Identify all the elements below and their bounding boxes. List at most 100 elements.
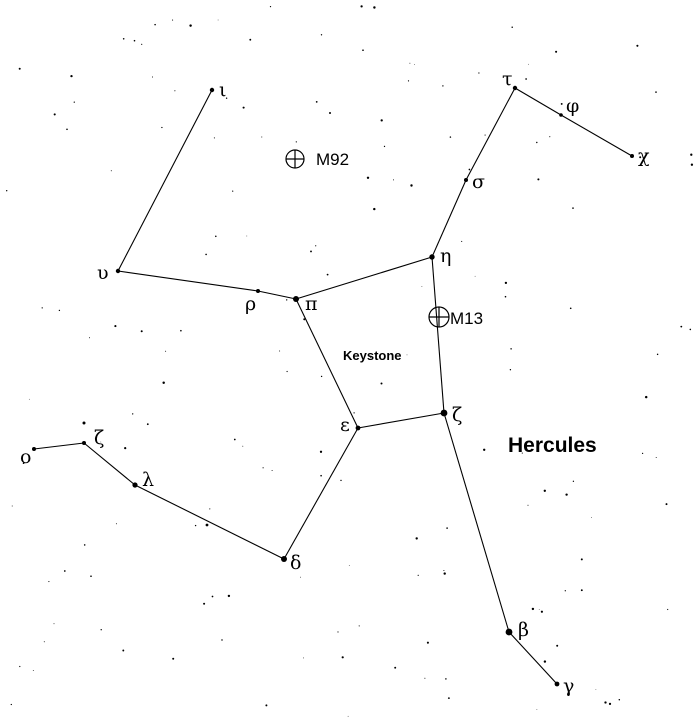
background-star	[667, 608, 669, 611]
background-star	[525, 78, 527, 80]
background-star	[373, 207, 376, 211]
background-star	[227, 594, 231, 598]
background-star	[383, 145, 386, 148]
background-star	[370, 357, 371, 359]
background-star	[348, 565, 350, 566]
background-star	[443, 569, 445, 572]
background-star	[83, 544, 86, 546]
background-star	[100, 629, 102, 631]
background-star	[540, 610, 544, 613]
background-star	[141, 43, 143, 45]
background-star	[549, 136, 551, 138]
background-star	[209, 508, 211, 510]
background-star	[618, 698, 621, 701]
background-star	[446, 527, 448, 529]
background-star	[174, 90, 176, 92]
background-star	[249, 38, 252, 41]
background-star	[690, 163, 694, 166]
background-star	[203, 602, 206, 605]
star-epsilon	[355, 425, 361, 431]
background-star	[114, 325, 117, 328]
background-star	[406, 354, 408, 356]
globular-cluster-icon	[428, 306, 450, 328]
background-star	[442, 85, 444, 87]
background-star	[468, 168, 471, 171]
background-star	[644, 395, 648, 399]
background-star	[66, 128, 68, 131]
background-star	[636, 44, 639, 47]
background-star	[326, 273, 329, 276]
star-eta	[429, 254, 435, 260]
background-star	[310, 250, 312, 253]
background-star	[366, 176, 370, 179]
background-star	[265, 704, 268, 707]
background-star	[41, 307, 43, 309]
named-stars	[32, 85, 634, 687]
line-phi-chi	[560, 114, 633, 157]
background-star	[242, 106, 245, 109]
star-beta	[505, 628, 513, 636]
background-star	[73, 101, 75, 103]
background-star	[538, 609, 540, 610]
background-star	[565, 493, 568, 496]
label-sigma: σ	[472, 171, 485, 193]
star-rho	[256, 289, 260, 293]
background-star	[410, 184, 413, 187]
label-beta: β	[518, 619, 529, 641]
line-sigma-tau	[465, 87, 516, 181]
label-delta: δ	[290, 552, 301, 574]
label-eta: η	[440, 245, 451, 267]
background-star	[303, 657, 304, 659]
background-star	[504, 281, 508, 285]
background-star	[88, 337, 91, 339]
star-gamma	[554, 681, 560, 687]
background-star	[32, 670, 34, 672]
label-pi: π	[305, 293, 318, 315]
line-pi-epsilon	[295, 298, 359, 429]
background-star	[353, 412, 355, 414]
background-star	[665, 503, 668, 506]
label-chi: χ	[638, 145, 650, 167]
background-star	[531, 607, 535, 611]
background-star	[154, 23, 156, 26]
background-star	[689, 328, 692, 331]
background-star	[484, 134, 486, 136]
background-star	[380, 119, 383, 122]
star-delta	[281, 556, 287, 562]
background-star	[461, 240, 463, 242]
background-star	[537, 178, 540, 181]
background-star	[569, 307, 572, 310]
background-star	[337, 631, 339, 633]
star-phi	[559, 113, 563, 117]
background-star	[19, 665, 21, 668]
background-star	[11, 505, 13, 507]
line-pi-eta	[295, 256, 433, 300]
background-star	[100, 441, 102, 443]
background-star	[213, 137, 215, 139]
background-star	[10, 703, 12, 706]
star-unnamed-between-lambda-delta	[205, 523, 209, 527]
background-star-field	[6, 5, 694, 717]
constellation-label: Hercules	[508, 434, 597, 457]
background-star	[536, 141, 538, 144]
star-zeta	[440, 409, 448, 417]
background-star	[536, 709, 538, 710]
background-star	[347, 715, 349, 717]
background-star	[161, 126, 163, 129]
background-star	[424, 677, 426, 679]
background-star	[221, 639, 223, 641]
label-phi: φ	[566, 95, 579, 117]
label-tau: τ	[502, 68, 513, 90]
background-star	[511, 26, 513, 28]
background-star	[443, 572, 446, 575]
background-star	[373, 6, 376, 9]
label-rho: ρ	[245, 293, 256, 315]
background-star	[217, 19, 219, 21]
background-star	[132, 413, 134, 415]
background-star	[58, 309, 61, 312]
background-star	[315, 101, 318, 103]
background-star	[394, 666, 397, 669]
line-delta-lambda	[134, 484, 285, 560]
background-star	[225, 97, 228, 99]
background-star	[6, 190, 8, 192]
